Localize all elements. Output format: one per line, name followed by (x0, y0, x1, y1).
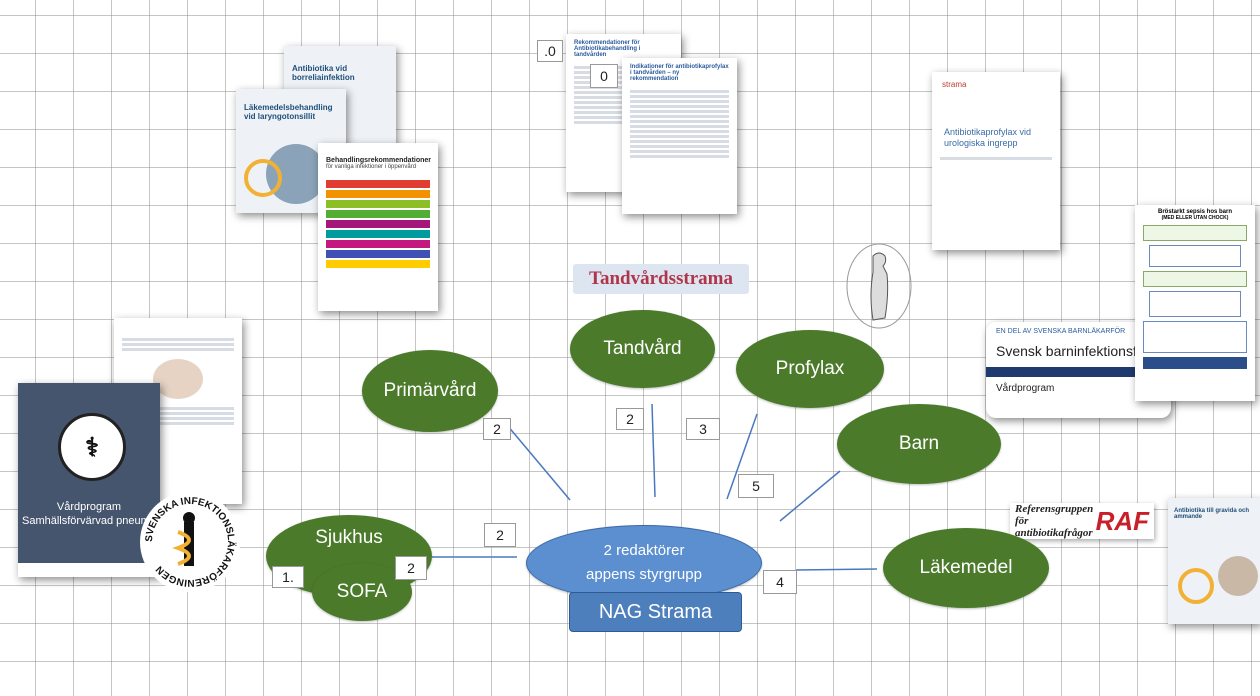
behandling-bar (326, 180, 430, 188)
behandling-bar (326, 190, 430, 198)
behandling-bar (326, 230, 430, 238)
count-badge-tandvard: 2 (616, 408, 644, 430)
doc-vardprogram: ⚕ Vårdprogram Samhällsförvärvad pneumoni (18, 383, 160, 577)
behandling-bar (326, 250, 430, 258)
sils-logo: SVENSKA INFEKTIONSLÄKARFÖRENINGEN (140, 492, 240, 592)
tandvardsstrama-heading: Tandvårdsstrama (573, 264, 749, 294)
count-badge-primarvard: 2 (483, 418, 511, 440)
behandling-bar (326, 200, 430, 208)
center-line2: appens styrgrupp (586, 566, 702, 583)
sils-logo-small: ⚕ (58, 413, 126, 481)
node-primarvard: Primärvård (362, 350, 498, 432)
node-barn: Barn (837, 404, 1001, 484)
nag-strama-box: NAG Strama (569, 592, 742, 632)
doc-behandlingsrekommendationer: Behandlingsrekommendationer för vanliga … (318, 143, 438, 311)
count-badge-sofa: 2 (395, 556, 427, 580)
node-lakemedel: Läkemedel (883, 528, 1049, 608)
count-badge-barn: 5 (738, 474, 774, 498)
link-primarvard (506, 424, 571, 501)
node-center-redaktorer: 2 redaktörer appens styrgrupp (526, 525, 762, 601)
behandling-color-bars (318, 174, 438, 274)
doc-sepsis-flowchart: Bröstarkt sepsis hos barn (MED ELLER UTA… (1135, 205, 1255, 401)
count-badge-sjukhus: 1. (272, 566, 304, 588)
node-profylax: Profylax (736, 330, 884, 408)
statue-emblem (843, 240, 915, 332)
center-line1: 2 redaktörer (603, 542, 685, 559)
link-tandvard (651, 403, 656, 498)
behandling-bar (326, 210, 430, 218)
link-profylax (726, 413, 758, 500)
count-badge-profylax: 3 (686, 418, 720, 440)
link-barn (779, 470, 841, 522)
count-badge-doc-inner: 0 (590, 64, 618, 88)
behandling-bar (326, 240, 430, 248)
doc-urologiska: strama Antibiotikaprofylax vid urologisk… (932, 72, 1060, 250)
count-badge-lakemedel: 4 (763, 570, 797, 594)
behandling-bar (326, 220, 430, 228)
count-badge-doc-top: .0 (537, 40, 563, 62)
link-lakemedel (795, 568, 878, 571)
doc-indikationer: Indikationer för antibiotikaprofylax i t… (622, 58, 737, 214)
node-tandvard: Tandvård (570, 310, 715, 388)
doc-gravida: Antibiotika till gravida och ammande (1168, 498, 1260, 624)
count-badge-sjukhus-link: 2 (484, 523, 516, 547)
behandling-bar (326, 260, 430, 268)
